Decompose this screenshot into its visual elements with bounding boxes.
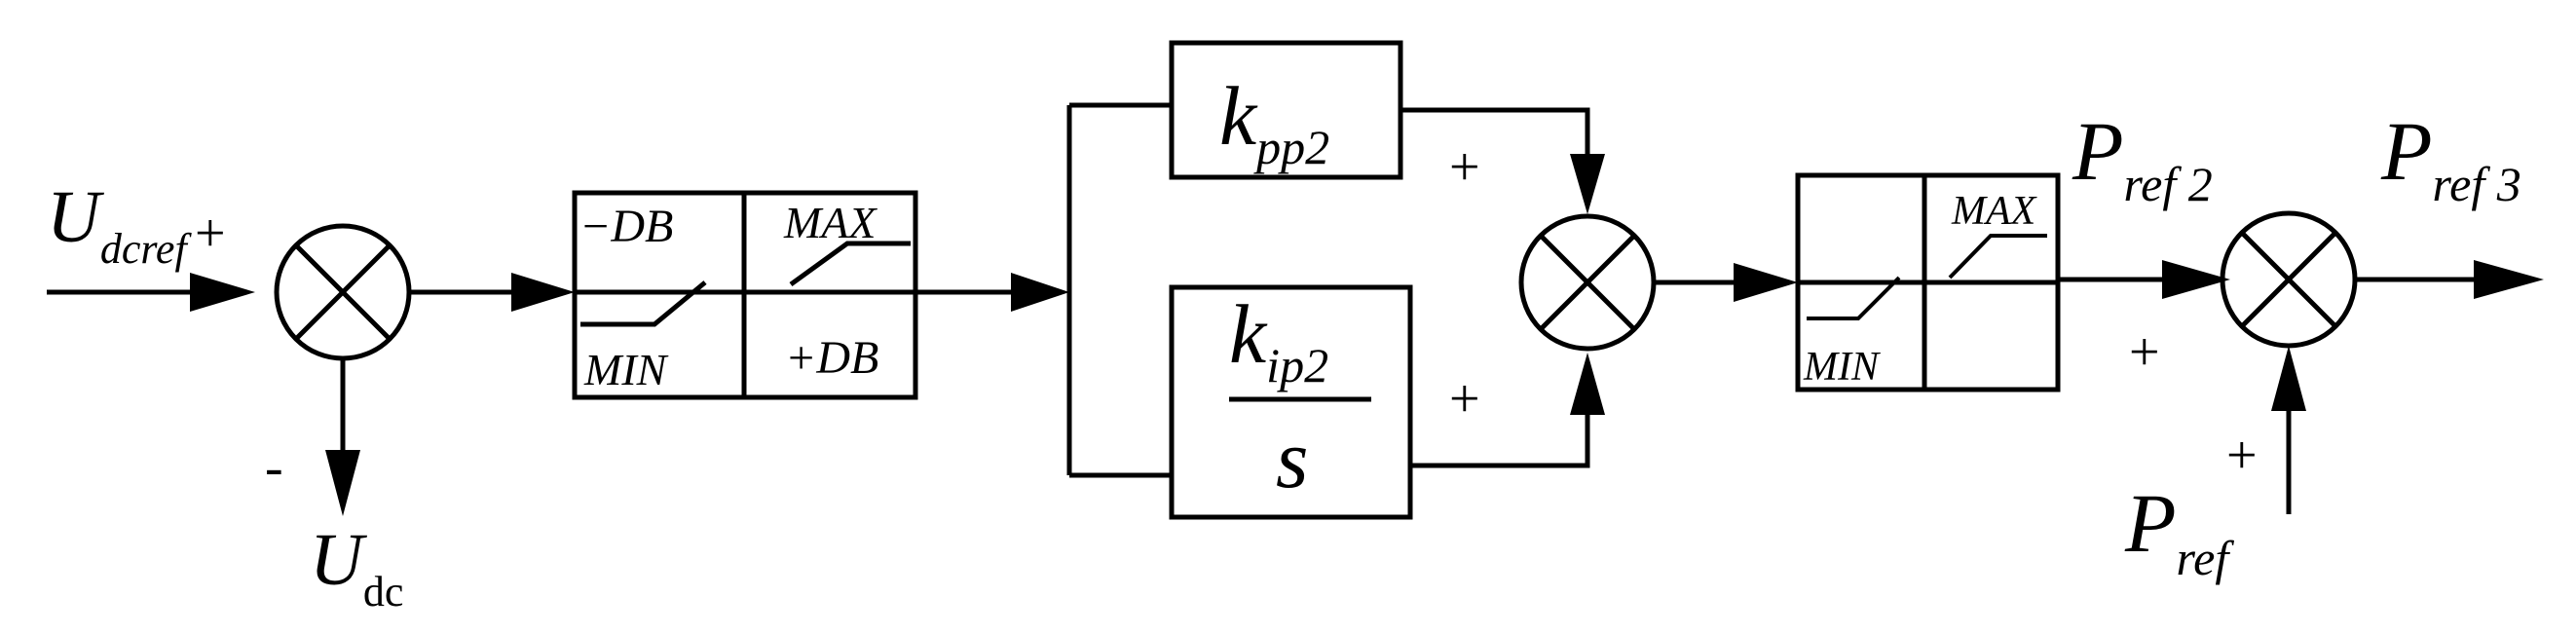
ki-to-sum2-line: [1410, 411, 1590, 468]
limiter-lower-curve: [1807, 276, 1901, 320]
udcref-sign: +: [195, 204, 226, 264]
limiter-block: [1795, 172, 2061, 392]
deadband-neg-db: −DB: [579, 201, 673, 252]
ki-label: kip2: [1229, 287, 1328, 392]
pref-label: Pref: [2124, 476, 2234, 585]
deadband-upper-curve: [789, 241, 911, 287]
deadband-pos-db: +DB: [785, 332, 878, 384]
sum3-bottom-sign: +: [2226, 426, 2258, 486]
deadband-max: MAX: [783, 198, 877, 247]
pref2-label: Pref 2: [2072, 104, 2213, 211]
sum2-bottom-arrowhead: [1570, 353, 1605, 415]
sum2-top-sign: +: [1449, 137, 1480, 198]
sum2-bottom-sign: +: [1449, 369, 1480, 429]
udcref-arrowhead: [190, 273, 255, 312]
limiter-max: MAX: [1951, 189, 2038, 234]
kp-label: kpp2: [1219, 69, 1329, 174]
pref3-arrowhead: [2474, 260, 2544, 299]
ki-denominator: s: [1276, 412, 1308, 505]
deadband-lower-curve: [580, 280, 707, 327]
deadband-in-arrowhead: [511, 273, 575, 312]
limiter-upper-curve: [1948, 234, 2047, 280]
udc-sign: -: [265, 437, 283, 498]
summing-junction-3: [2220, 210, 2358, 349]
limiter-min: MIN: [1803, 345, 1881, 390]
kp-block: [1169, 40, 1403, 180]
pref3-label: Pref 3: [2380, 104, 2521, 211]
sum3-left-arrowhead: [2162, 260, 2230, 299]
summing-junction-2: [1518, 213, 1657, 352]
branch-arrowhead: [1011, 273, 1069, 312]
udcref-label: Udcref: [47, 176, 192, 273]
kp-to-sum2-line: [1400, 107, 1590, 158]
sum2-top-arrowhead: [1570, 154, 1605, 214]
sum3-bottom-arrowhead: [2271, 346, 2306, 411]
sum3-left-sign: +: [2129, 322, 2160, 383]
deadband-min: MIN: [583, 345, 669, 394]
deadband-block: [572, 190, 918, 400]
udc-arrowhead: [325, 450, 360, 516]
summing-junction-1: [274, 223, 412, 361]
udc-label: Udc: [310, 519, 403, 615]
limiter-in-arrowhead: [1734, 263, 1798, 302]
ki-block: [1169, 284, 1413, 520]
